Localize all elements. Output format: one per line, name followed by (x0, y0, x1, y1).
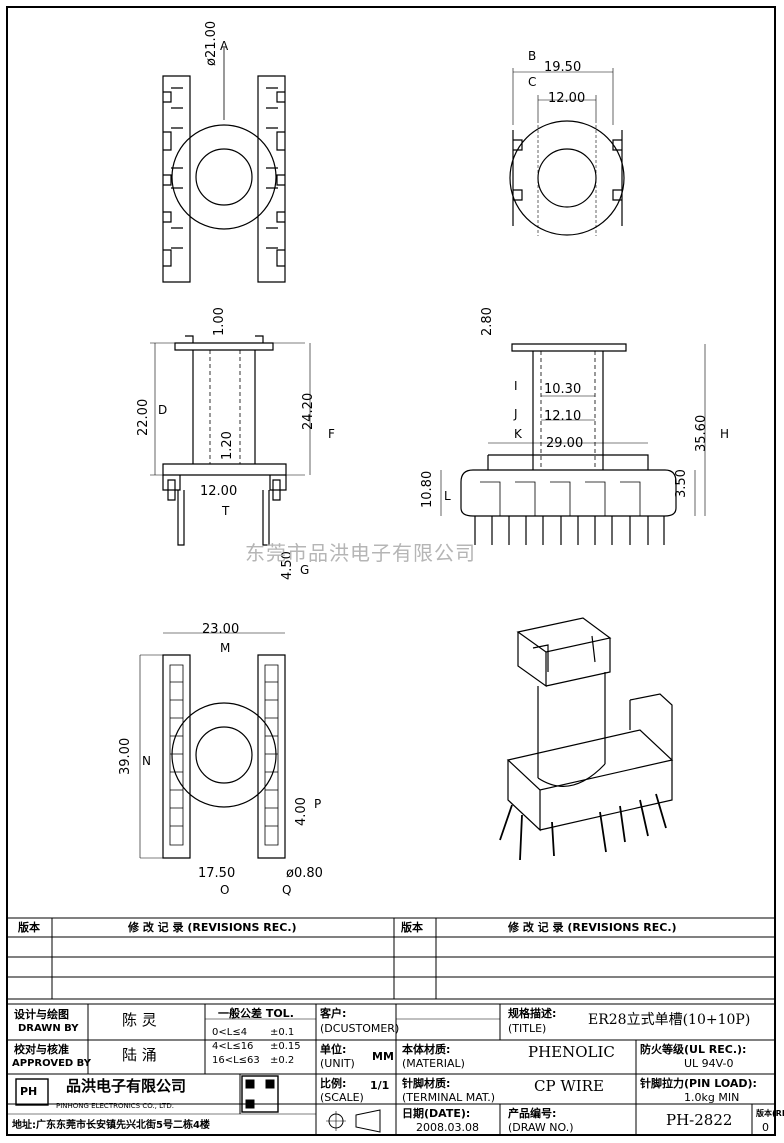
date-value: 2008.03.08 (416, 1121, 479, 1134)
isometric-view (499, 617, 674, 861)
dim-L-value: 10.80 (420, 470, 435, 508)
designer-label-cn: 设计与绘图 (14, 1008, 69, 1021)
dim-N-letter: N (142, 754, 151, 768)
dim-D-value: 22.00 (136, 398, 151, 436)
bottom-view (139, 632, 286, 859)
dim-Q-value: ø0.80 (286, 866, 323, 881)
unit-label-en: (UNIT) (320, 1057, 355, 1070)
approver-label-cn: 校对与核准 (14, 1043, 69, 1056)
material-label-en: (MATERIAL) (402, 1057, 465, 1070)
side-view (150, 335, 311, 546)
terminal-label-en: (TERMINAL MAT.) (402, 1091, 496, 1104)
rev-label: 版本(REV): (756, 1109, 784, 1118)
rev-version-label-right: 版本 (401, 921, 423, 934)
material-label: 本体材质: (402, 1043, 451, 1056)
designer-label-en: DRAWN BY (18, 1023, 79, 1034)
dim-N-value: 39.00 (118, 737, 133, 775)
dim-I-letter: I (514, 379, 518, 393)
dim-H-value: 35.60 (694, 414, 709, 452)
approver-name: 陆 涌 (122, 1046, 157, 1064)
tol-title: 一般公差 TOL. (218, 1007, 294, 1020)
drawno-label: 产品编号: (508, 1107, 557, 1120)
dim-C-value: 12.00 (548, 91, 586, 106)
title-label-en: (TITLE) (508, 1022, 547, 1035)
company-logo: PH (20, 1085, 38, 1098)
elevation-view (440, 343, 706, 545)
rev-version-label-left: 版本 (18, 921, 40, 934)
drawno-label-en: (DRAW NO.) (508, 1121, 574, 1134)
dim-P-letter: P (314, 797, 322, 811)
customer-label: 客户: (320, 1007, 347, 1020)
tol-range-2: 4<L≤16 (212, 1041, 254, 1052)
dim-B-value: 19.50 (544, 60, 582, 75)
dim-Q-letter: Q (282, 883, 292, 897)
tol-value-2: ±0.15 (270, 1041, 301, 1052)
rev-value: 0 (762, 1121, 769, 1134)
unit-value: MM (372, 1050, 394, 1063)
terminal-label: 针脚材质: (402, 1077, 451, 1090)
dim-B-letter: B (528, 49, 537, 63)
dim-A-value: ø21.00 (204, 20, 219, 66)
dim-H-letter: H (720, 427, 730, 441)
dim-M-value: 23.00 (202, 622, 240, 637)
dim-T-letter: T (222, 504, 230, 518)
dim-I-value: 10.30 (544, 382, 582, 397)
dim-C-letter: C (528, 75, 537, 89)
tol-value-3: ±0.2 (270, 1055, 295, 1066)
unit-label: 单位: (320, 1043, 347, 1056)
title-value: ER28立式单槽(10+10P) (588, 1012, 751, 1028)
rev-rec-label-right: 修 改 记 录 (REVISIONS REC.) (508, 921, 677, 934)
designer-name: 陈 灵 (122, 1011, 157, 1029)
customer-label-en: (DCUSTOMER) (320, 1022, 400, 1035)
dim-D-letter: D (158, 403, 168, 417)
dim-extra2-value: 3.50 (674, 469, 689, 498)
top-view (162, 48, 286, 283)
tol-value-1: ±0.1 (270, 1027, 295, 1038)
company-address: 地址:广东东莞市长安镇先兴北街5号二栋4楼 (12, 1120, 210, 1131)
title-block-grid (8, 1004, 776, 1136)
dim-E-value: 1.00 (212, 307, 227, 336)
material-value: PHENOLIC (528, 1043, 615, 1061)
dim-M-letter: M (220, 641, 231, 655)
dim-J-value: 12.10 (544, 409, 582, 424)
dim-J-letter: J (514, 407, 518, 421)
company-name-cn: 品洪电子有限公司 (66, 1077, 187, 1095)
company-name-en: PINHONG ELECTRONICS CO., LTD. (56, 1102, 174, 1110)
pinload-label: 针脚拉力(PIN LOAD): (640, 1077, 757, 1090)
dim-T-value: 12.00 (200, 484, 238, 499)
title-label: 规格描述: (508, 1007, 557, 1020)
approver-label-en: APPROVED BY (12, 1058, 91, 1069)
date-label: 日期(DATE): (402, 1107, 471, 1120)
tol-range-1: 0<L≤4 (212, 1027, 248, 1038)
ul-label: 防火等级(UL REC.): (640, 1043, 747, 1056)
dim-K-letter: K (514, 427, 522, 441)
front-view (509, 68, 625, 236)
revisions-table (8, 917, 776, 1005)
dim-P-value: 4.00 (294, 797, 309, 826)
drawno-value: PH-2822 (666, 1111, 733, 1129)
terminal-value: CP WIRE (534, 1077, 604, 1095)
drawing-frame (6, 6, 776, 1136)
scale-value: 1/1 (370, 1079, 390, 1092)
watermark: 东莞市品洪电子有限公司 (245, 541, 476, 565)
dim-L-letter: L (444, 489, 451, 503)
pinload-value: 1.0kg MIN (684, 1091, 740, 1104)
dim-G-letter: G (300, 563, 310, 577)
scale-label-en: (SCALE) (320, 1091, 364, 1104)
dim-extra1-value: 1.20 (220, 431, 235, 460)
dim-S-value: 2.80 (480, 307, 495, 336)
dim-F-letter: F (328, 427, 335, 441)
dim-K-value: 29.00 (546, 436, 584, 451)
tol-range-3: 16<L≤63 (212, 1055, 260, 1066)
dim-O-value: 17.50 (198, 866, 236, 881)
ul-value: UL 94V-0 (684, 1057, 734, 1070)
rev-rec-label-left: 修 改 记 录 (REVISIONS REC.) (128, 921, 297, 934)
dim-A-letter: A (220, 39, 229, 53)
dim-O-letter: O (220, 883, 230, 897)
scale-label: 比例: (320, 1077, 347, 1090)
dim-F-value: 24.20 (301, 392, 316, 430)
